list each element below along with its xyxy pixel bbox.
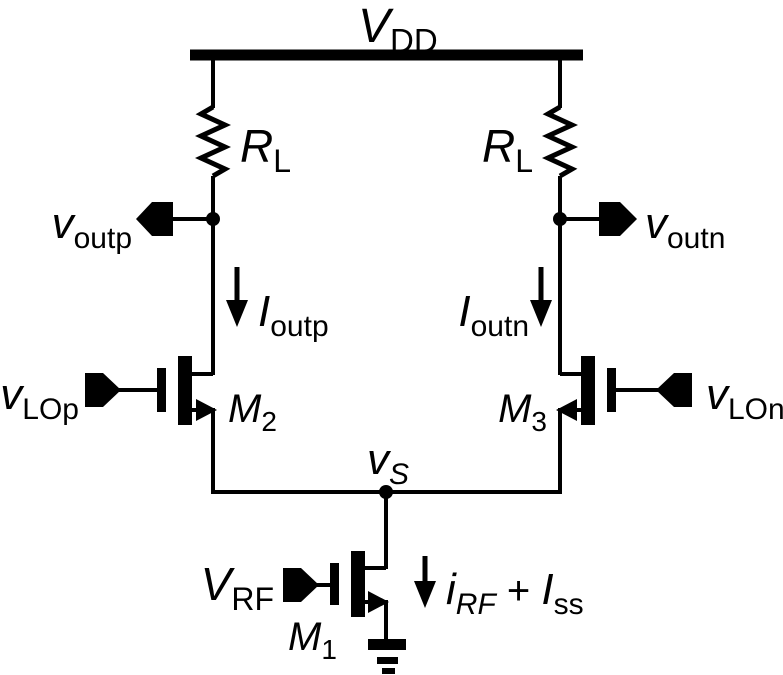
vrf-label: VRF (201, 558, 274, 617)
m2-channel-bar (178, 356, 192, 425)
m3-channel-bar (581, 356, 595, 425)
vrf-port-tag-icon (283, 568, 319, 602)
ground-icon (368, 639, 406, 674)
voutp-port-tag-icon (136, 202, 173, 236)
voutn-label: voutn (645, 199, 725, 255)
m1-gate-bar (330, 563, 339, 605)
m2-gate-bar (157, 368, 166, 412)
rl-left-label: RL (240, 120, 291, 179)
m1-channel-bar (351, 551, 365, 617)
m3-source-arrow-icon (556, 399, 577, 421)
vlop-label: vLOp (0, 370, 79, 426)
ioutn-arrow-icon (530, 300, 552, 327)
m2-label: M2 (228, 387, 277, 437)
voutp-label: voutp (52, 199, 132, 255)
m2-source-arrow-icon (196, 399, 217, 421)
ioutn-label: Ioutn (458, 287, 529, 343)
tail-current-label: iRF + Iss (446, 565, 584, 621)
transistor-m2: vLOp M2 (0, 356, 277, 437)
m3-label: M3 (498, 387, 547, 437)
vlon-port-tag-icon (656, 373, 692, 407)
m1-label: M1 (288, 615, 337, 665)
tail-current-arrow-icon (414, 581, 436, 608)
ioutp-label: Ioutp (258, 287, 329, 343)
m3-gate-bar (607, 368, 616, 412)
voutn-port-tag-icon (599, 202, 637, 236)
resistor-rl-right (541, 104, 579, 179)
transistor-m3: vLOn M3 (498, 356, 783, 437)
m1-source-arrow-icon (368, 591, 389, 613)
vdd-label: VDD (358, 0, 438, 59)
vlop-port-tag-icon (85, 373, 121, 407)
rl-right-label: RL (482, 120, 533, 179)
vlon-label: vLOn (706, 370, 783, 426)
resistor-rl-left (194, 104, 232, 179)
vs-label: vS (367, 435, 409, 491)
transistor-m1: VRF M1 (201, 551, 389, 665)
ioutp-arrow-icon (226, 300, 248, 327)
